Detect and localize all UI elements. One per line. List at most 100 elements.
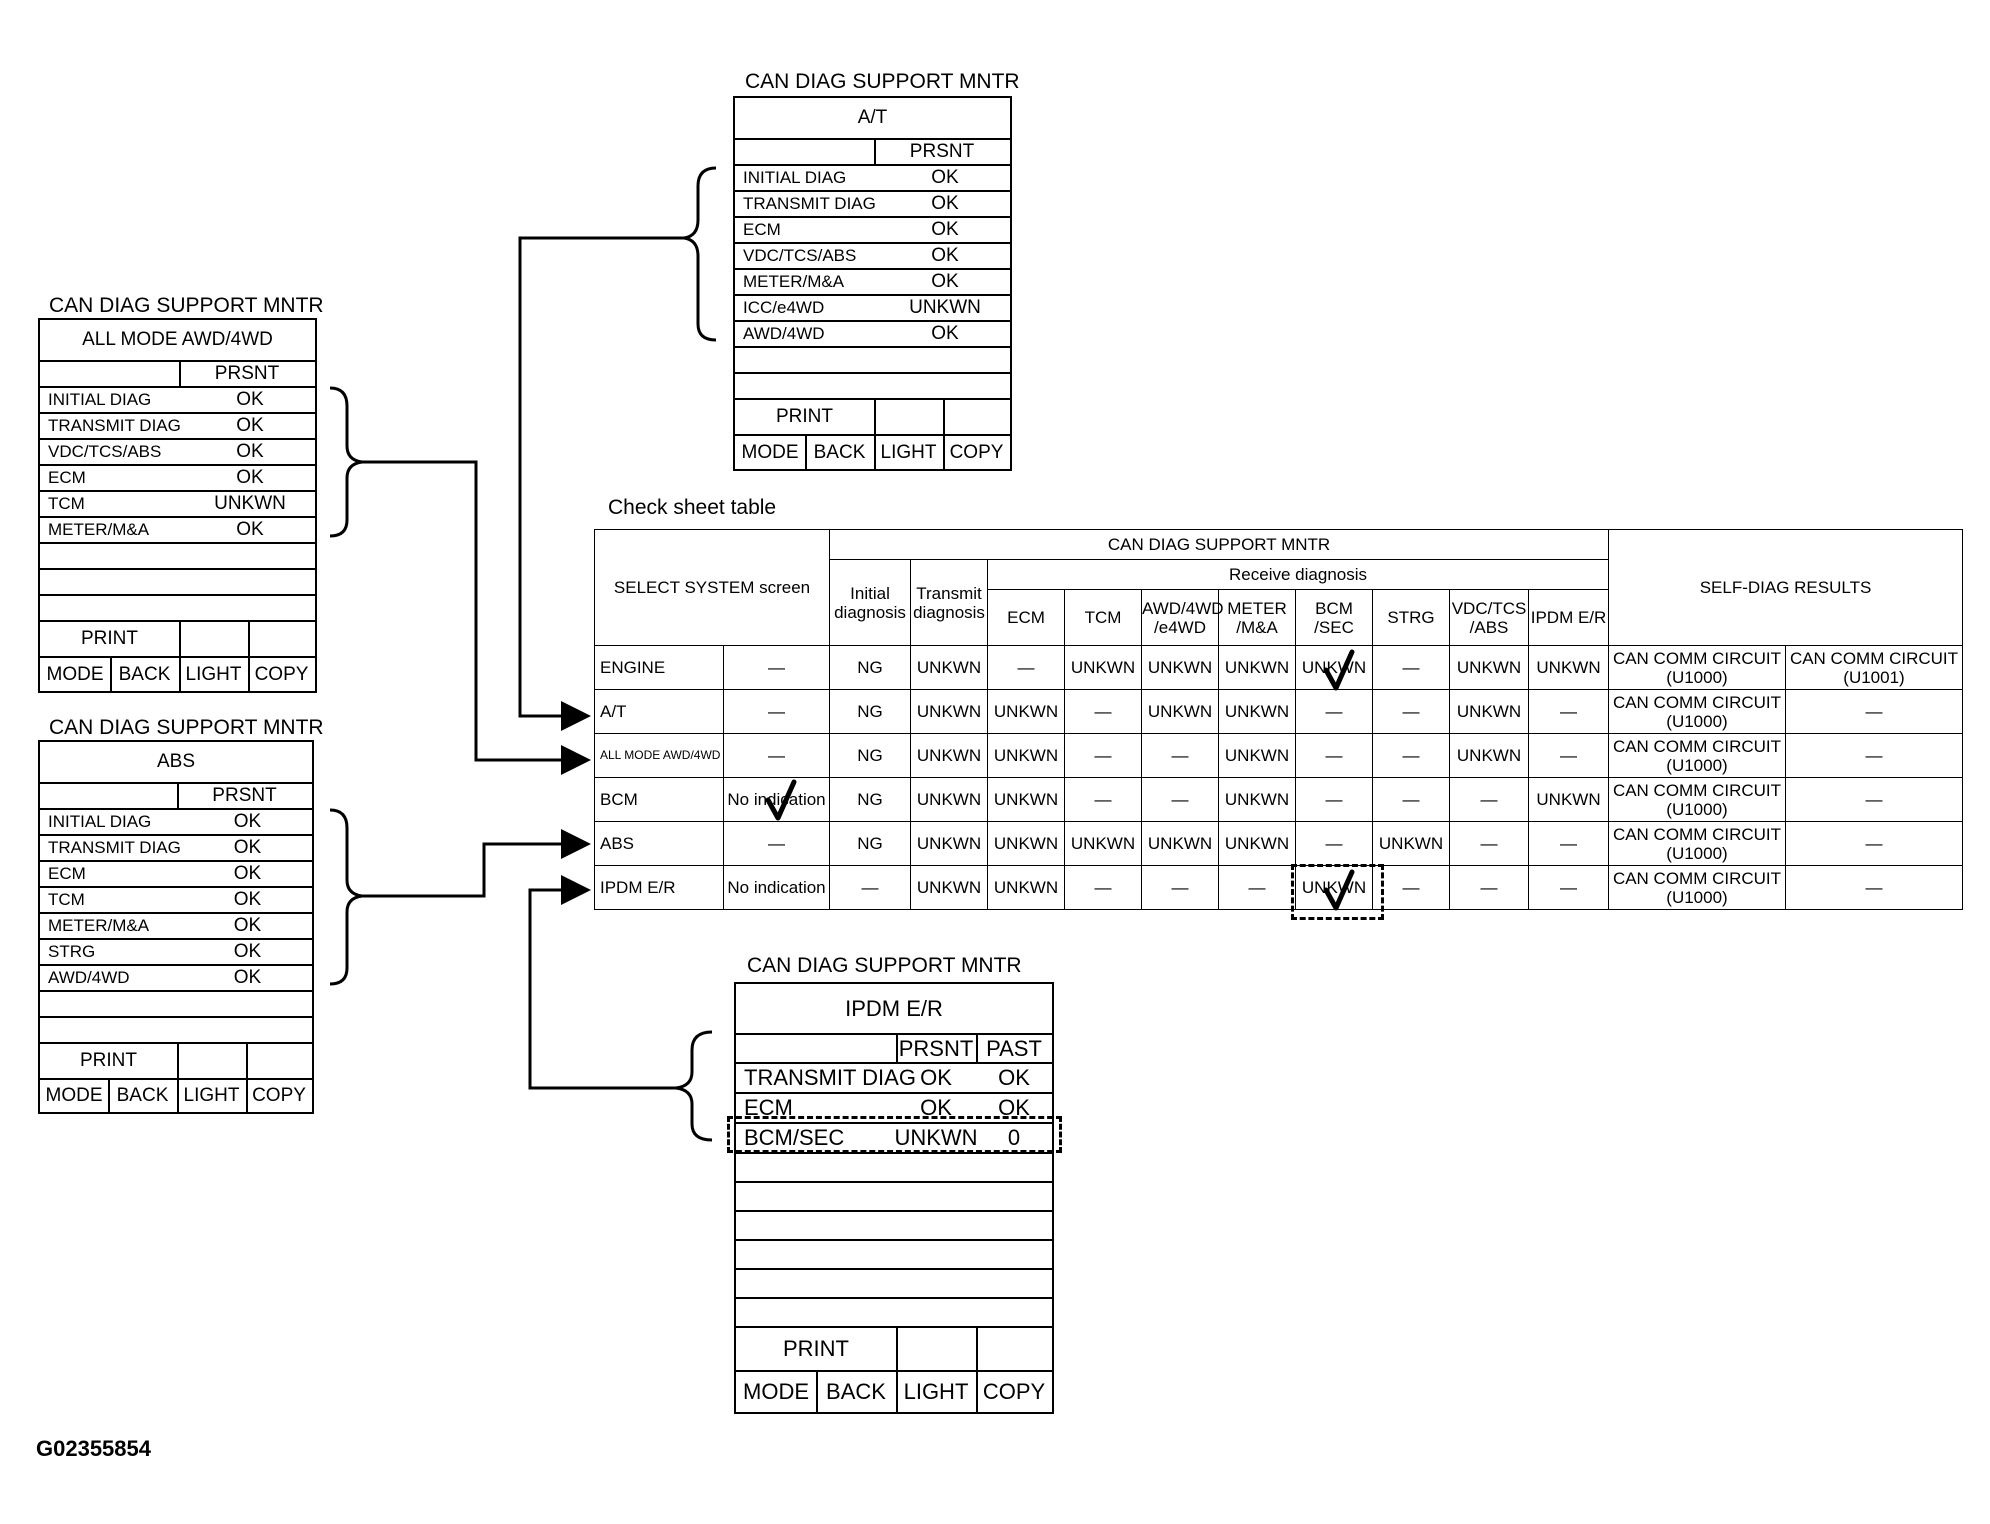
light-button[interactable]: LIGHT	[183, 1085, 240, 1106]
print-button[interactable]: PRINT	[783, 1336, 849, 1361]
brace-at	[683, 166, 717, 342]
figure-code: G02355854	[36, 1436, 151, 1461]
panel-at-col-present: PRSNT	[909, 141, 975, 162]
self-diag-cell: CAN COMM CIRCUIT (U1000)	[1608, 689, 1786, 734]
panel-at-row-label: METER/M&A	[743, 272, 845, 291]
copy-button[interactable]: COPY	[254, 663, 309, 685]
panel-abs-row-value: OK	[233, 811, 262, 832]
back-button[interactable]: BACK	[116, 1085, 169, 1106]
mode-button[interactable]: MODE	[743, 1379, 809, 1404]
light-button[interactable]: LIGHT	[185, 663, 242, 685]
initial-cell: NG	[829, 821, 912, 866]
receive-cell: UNKWN	[1449, 689, 1530, 734]
self-diag-cell: —	[1785, 777, 1963, 822]
print-button[interactable]: PRINT	[776, 406, 833, 427]
copy-button[interactable]: COPY	[949, 441, 1004, 463]
system-name: ABS	[594, 821, 724, 866]
receive-cell: —	[1372, 645, 1451, 690]
panel-awd-row-value: OK	[236, 389, 264, 410]
panel-abs-row-value: OK	[233, 837, 262, 858]
table-row: ALL MODE AWD/4WD — NG UNKWN UNKWN — — UN…	[594, 733, 1610, 778]
panel-ipdm-row-present: OK	[920, 1065, 952, 1090]
panel-ipdm-row-label: TRANSMIT DIAG	[744, 1065, 916, 1090]
panel-at-row-label: INITIAL DIAG	[743, 168, 847, 187]
print-button[interactable]: PRINT	[81, 628, 138, 649]
light-button[interactable]: LIGHT	[903, 1379, 969, 1404]
panel-abs-row-label: INITIAL DIAG	[48, 812, 152, 831]
check-sheet-table: SELECT SYSTEM screen CAN DIAG SUPPORT MN…	[593, 529, 1610, 910]
transmit-cell: UNKWN	[910, 777, 989, 822]
hdr-receive-col: STRG	[1372, 589, 1451, 646]
receive-cell: —	[1449, 865, 1530, 910]
hdr-receive-col: ECM	[987, 589, 1066, 646]
panel-awd-row-label: TCM	[48, 494, 85, 513]
mode-button[interactable]: MODE	[45, 1085, 103, 1106]
receive-cell: —	[1141, 777, 1220, 822]
back-button[interactable]: BACK	[813, 441, 866, 463]
transmit-cell: UNKWN	[910, 733, 989, 778]
self-diag-cell: CAN COMM CIRCUIT (U1000)	[1608, 777, 1786, 822]
back-button[interactable]: BACK	[826, 1379, 886, 1404]
receive-cell: UNKWN	[1218, 777, 1297, 822]
light-button[interactable]: LIGHT	[880, 441, 937, 463]
system-name: BCM	[594, 777, 724, 822]
receive-cell: —	[1141, 865, 1220, 910]
table-row: ENGINE — NG UNKWN — UNKWN UNKWN UNKWN UN…	[594, 645, 1610, 690]
receive-cell: —	[1372, 777, 1451, 822]
receive-cell: —	[1064, 865, 1143, 910]
panel-abs-row-label: TRANSMIT DIAG	[48, 838, 181, 857]
panel-at-row-value: OK	[931, 193, 959, 214]
select-cell: —	[722, 645, 831, 690]
self-diag-cell: CAN COMM CIRCUIT (U1001)	[1785, 645, 1963, 690]
hdr-can-diag: CAN DIAG SUPPORT MNTR	[829, 529, 1610, 560]
check-sheet-caption: Check sheet table	[608, 496, 777, 519]
panel-awd-title: CAN DIAG SUPPORT MNTR	[49, 294, 324, 317]
panel-abs-row-label: STRG	[48, 942, 96, 961]
self-diag-cell: —	[1785, 689, 1963, 734]
print-button[interactable]: PRINT	[80, 1050, 137, 1071]
back-button[interactable]: BACK	[118, 663, 171, 685]
copy-button[interactable]: COPY	[252, 1085, 306, 1106]
panel-abs-row-label: METER/M&A	[48, 916, 150, 935]
receive-cell: —	[1295, 689, 1374, 734]
receive-cell: —	[1449, 777, 1530, 822]
panel-ipdm-row-past: 0	[1007, 1125, 1021, 1150]
panel-ipdm-row-label: BCM/SEC	[744, 1125, 845, 1150]
receive-cell: —	[1064, 689, 1143, 734]
copy-button[interactable]: COPY	[982, 1379, 1046, 1404]
panel-at-row-value: OK	[931, 167, 959, 188]
receive-cell: —	[1528, 689, 1610, 734]
receive-cell: UNKWN	[1528, 777, 1610, 822]
table-row: CAN COMM CIRCUIT (U1000) —	[1608, 777, 1963, 822]
receive-cell: UNKWN	[1141, 821, 1220, 866]
panel-ipdm: IPDM E/R PRSNT PAST TRANSMIT DIAG OK OK …	[734, 982, 1054, 1414]
panel-ipdm-col-present: PRSNT	[898, 1035, 974, 1061]
mode-button[interactable]: MODE	[741, 441, 799, 463]
receive-cell: UNKWN	[1218, 689, 1297, 734]
panel-awd-col-present: PRSNT	[214, 363, 280, 384]
receive-cell: —	[1218, 865, 1297, 910]
panel-abs-row-label: ECM	[48, 864, 86, 883]
receive-cell: —	[1372, 865, 1451, 910]
panel-awd-row-label: VDC/TCS/ABS	[48, 442, 162, 461]
receive-cell: —	[1528, 821, 1610, 866]
transmit-cell: UNKWN	[910, 689, 989, 734]
panel-abs-row-value: OK	[233, 941, 262, 962]
receive-cell: —	[1528, 733, 1610, 778]
ipdm-bcm-highlight-box	[1291, 864, 1384, 920]
connector-ipdm	[528, 875, 676, 1090]
table-row: A/T — NG UNKWN UNKWN — UNKWN UNKWN — — U…	[594, 689, 1610, 734]
self-diag-cell: CAN COMM CIRCUIT (U1000)	[1608, 645, 1786, 690]
receive-cell: UNKWN	[1528, 645, 1610, 690]
brace-ipdm	[675, 1030, 713, 1142]
panel-abs-header: ABS	[156, 751, 196, 772]
panel-abs-row-label: AWD/4WD	[48, 968, 130, 987]
system-name: ENGINE	[594, 645, 724, 690]
panel-awd-row-label: INITIAL DIAG	[48, 390, 152, 409]
receive-cell: UNKWN	[987, 821, 1066, 866]
panel-abs-col-present: PRSNT	[212, 785, 277, 806]
mode-button[interactable]: MODE	[46, 663, 104, 685]
select-cell: No indication	[722, 865, 831, 910]
